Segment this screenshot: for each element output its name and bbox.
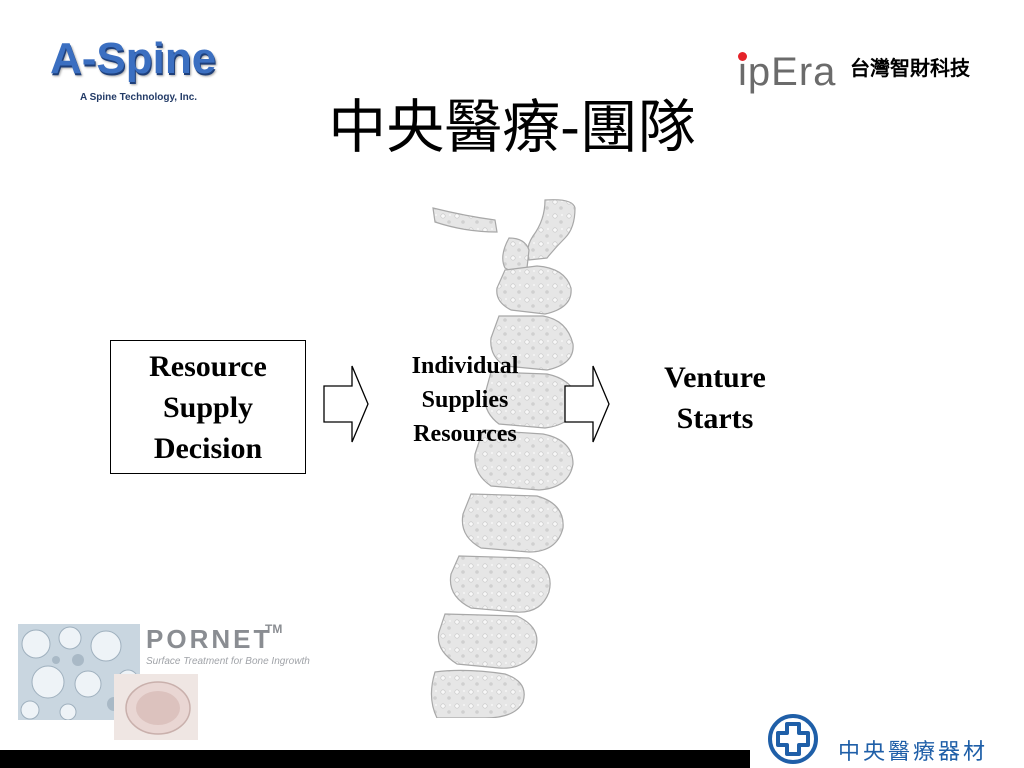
footer-company-name: 中央醫療器材 bbox=[838, 740, 989, 765]
ipera-logo: ipEra bbox=[732, 48, 842, 98]
individual-supplies-resources-box: Individual Supplies Resources bbox=[392, 348, 538, 452]
a-spine-logo-text: A-Spine bbox=[50, 34, 217, 83]
ipera-red-dot bbox=[738, 52, 747, 61]
a-spine-tagline: A Spine Technology, Inc. bbox=[80, 92, 198, 103]
a-spine-logo: A-Spine A Spine Technology, Inc. bbox=[48, 34, 248, 108]
venture-starts-label: Venture Starts bbox=[664, 361, 766, 435]
right-arrow-icon bbox=[323, 365, 369, 443]
resource-supply-decision-box: Resource Supply Decision bbox=[110, 340, 306, 474]
spine-illustration bbox=[430, 199, 578, 718]
pornet-cells-image bbox=[18, 624, 140, 720]
individual-supplies-resources-label: Individual Supplies Resources bbox=[411, 353, 519, 447]
pornet-implant-image bbox=[114, 674, 198, 740]
venture-starts-box: Venture Starts bbox=[640, 356, 790, 440]
pornet-subtitle: Surface Treatment for Bone Ingrowth bbox=[146, 656, 310, 667]
right-arrow-icon bbox=[564, 365, 610, 443]
medical-cross-icon bbox=[768, 714, 818, 764]
pornet-trademark: TM bbox=[265, 622, 283, 636]
company-name: 台灣智財科技 bbox=[850, 58, 970, 80]
slide-title: 中央醫療-團隊 bbox=[328, 93, 696, 161]
bottom-bar bbox=[0, 750, 750, 768]
pornet-logo-text: PORNET bbox=[146, 624, 273, 654]
ipera-logo-text: ipEra bbox=[738, 50, 837, 94]
resource-supply-decision-label: Resource Supply Decision bbox=[149, 349, 267, 465]
